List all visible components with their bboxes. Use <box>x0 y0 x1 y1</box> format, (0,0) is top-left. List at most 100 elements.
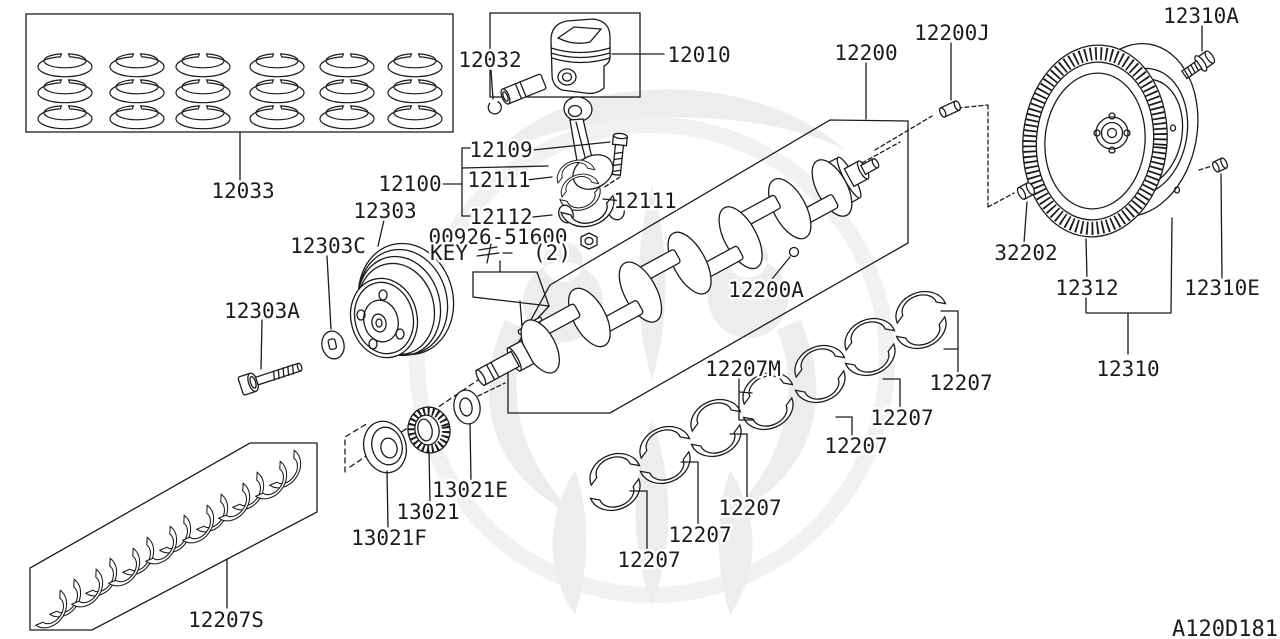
kana-ki-dash-glyph <box>476 243 513 264</box>
crank-plug <box>788 246 800 258</box>
leader-line <box>680 461 699 526</box>
part-label[interactable]: 12310 <box>1094 355 1162 384</box>
label-flywheel-bolt[interactable]: 12310A <box>1161 2 1242 52</box>
label-piston-pin[interactable]: 12032 <box>456 46 524 100</box>
sprocket-plate-drawing <box>362 420 408 474</box>
part-label[interactable]: 12207 <box>868 404 936 433</box>
part-label[interactable]: 12303 <box>351 197 419 226</box>
part-label[interactable]: 12312 <box>1053 274 1121 303</box>
part-label[interactable]: 12111 <box>611 187 679 216</box>
label-center-main-bearing[interactable]: 12207M <box>703 355 784 421</box>
label-pilot-bush[interactable]: 12310E <box>1182 173 1263 303</box>
leader-line <box>629 490 648 551</box>
part-label[interactable]: 12310A <box>1161 2 1242 31</box>
bracket-lines <box>1085 217 1173 355</box>
part-label[interactable]: 13021F <box>349 524 430 553</box>
part-label[interactable]: 00926-51600 <box>426 223 570 252</box>
main-bearing-set-drawing <box>29 442 318 635</box>
part-label[interactable]: 12303C <box>288 232 369 261</box>
label-ring-gear[interactable]: 12312 <box>1053 238 1121 303</box>
key-word-label[interactable]: KEY <box>428 239 471 268</box>
crank-sprocket-drawing <box>407 406 451 454</box>
leader-line <box>377 219 385 247</box>
part-label[interactable]: 12207M <box>703 355 784 384</box>
flywheel-hub-drawing <box>1093 112 1131 154</box>
piston-ring-set-drawing <box>25 13 454 133</box>
part-label[interactable]: 12207 <box>666 521 734 550</box>
part-label[interactable]: 12033 <box>209 177 277 206</box>
label-woodruff-key[interactable]: 00926-51600 KEY (2) <box>426 223 574 272</box>
pin-snap-ring <box>487 100 502 115</box>
label-sprocket-plate[interactable]: 13021F <box>349 470 430 553</box>
rod-cap-drawing <box>558 194 625 235</box>
part-label[interactable]: 13021E <box>430 476 511 505</box>
leader-line <box>260 319 263 370</box>
bracket-lines <box>738 377 755 421</box>
label-pulley-bolt[interactable]: 12303A <box>222 297 303 370</box>
label-crankshaft[interactable]: 12200 <box>832 39 900 120</box>
label-main-bearing-3[interactable]: 12207 <box>822 416 890 461</box>
label-main-bearing-6[interactable]: 12207 <box>615 490 683 575</box>
leader-line <box>428 450 431 503</box>
rod-nut <box>580 232 598 250</box>
label-rod-bearing-right[interactable]: 12111 <box>602 187 679 216</box>
pulley-washer-drawing <box>321 330 345 360</box>
label-main-bearing-5[interactable]: 12207 <box>666 461 734 550</box>
label-main-bearing-1[interactable]: 12207 <box>927 310 995 398</box>
leader-line <box>1085 238 1088 279</box>
leader-line <box>490 69 494 100</box>
part-label[interactable]: 12303A <box>222 297 303 326</box>
part-label[interactable]: 12010 <box>665 41 733 70</box>
part-label[interactable]: 12112 <box>467 203 535 232</box>
label-sprocket-washer[interactable]: 13021E <box>430 423 511 505</box>
part-label[interactable]: 12111 <box>465 166 533 195</box>
label-crank-sprocket[interactable]: 13021 <box>394 450 462 527</box>
label-crank-dowel-pin[interactable]: 12200J <box>912 19 993 101</box>
part-label[interactable]: 12200A <box>726 276 807 305</box>
label-flywheel-assembly[interactable]: 12310 <box>1085 217 1173 384</box>
label-main-bearing-2[interactable]: 12207 <box>868 378 936 433</box>
crank-dowel-pin-drawing <box>939 100 961 118</box>
part-label[interactable]: 12207 <box>615 546 683 575</box>
crank-pulley-drawing <box>349 242 455 359</box>
part-label[interactable]: 12200J <box>912 19 993 48</box>
leader-line <box>602 198 623 202</box>
pilot-bush-drawing <box>1212 157 1228 173</box>
label-piston[interactable]: 12010 <box>611 41 733 70</box>
crankshaft-drawing <box>344 115 933 473</box>
label-crank-plug[interactable]: 12200A <box>726 256 807 305</box>
ring-gear-drawing <box>1022 44 1168 238</box>
leader-line <box>1023 201 1028 244</box>
crank-sprocket-group-drawing <box>362 382 506 474</box>
part-label[interactable]: 12100 <box>376 170 444 199</box>
leader-line <box>882 378 901 409</box>
label-main-bearing-set[interactable]: 12207S <box>186 558 267 635</box>
part-label[interactable]: 13021 <box>394 498 462 527</box>
part-label[interactable]: 12032 <box>456 46 524 75</box>
key-quantity-label[interactable]: (2) <box>531 239 574 268</box>
rod-bolt-drawing <box>611 132 629 176</box>
part-label[interactable]: 12207S <box>186 606 267 635</box>
leader-line <box>525 176 553 181</box>
piston-drawing <box>489 12 641 98</box>
part-label[interactable]: 12310E <box>1182 274 1263 303</box>
label-pulley-washer[interactable]: 12303C <box>288 232 369 330</box>
leader-line <box>940 310 959 374</box>
connecting-rod-drawing <box>552 96 629 250</box>
leader-line <box>729 433 748 499</box>
label-main-bearing-4[interactable]: 12207 <box>716 433 784 523</box>
label-piston-ring-set[interactable]: 12033 <box>209 132 277 206</box>
leader-line <box>326 255 332 330</box>
part-label[interactable]: 12207 <box>716 494 784 523</box>
part-label[interactable]: 12207 <box>927 369 995 398</box>
part-label[interactable]: 12109 <box>467 136 535 165</box>
label-crank-pulley[interactable]: 12303 <box>351 197 419 247</box>
part-label[interactable]: 12207 <box>822 432 890 461</box>
label-connecting-rod-group[interactable]: 12100 12109 12111 12112 <box>376 136 611 232</box>
part-label[interactable]: 32202 <box>992 239 1060 268</box>
part-label[interactable]: 12200 <box>832 39 900 68</box>
bracket-lines <box>440 147 549 217</box>
label-pilot-converter-bush[interactable]: 32202 <box>992 201 1060 268</box>
